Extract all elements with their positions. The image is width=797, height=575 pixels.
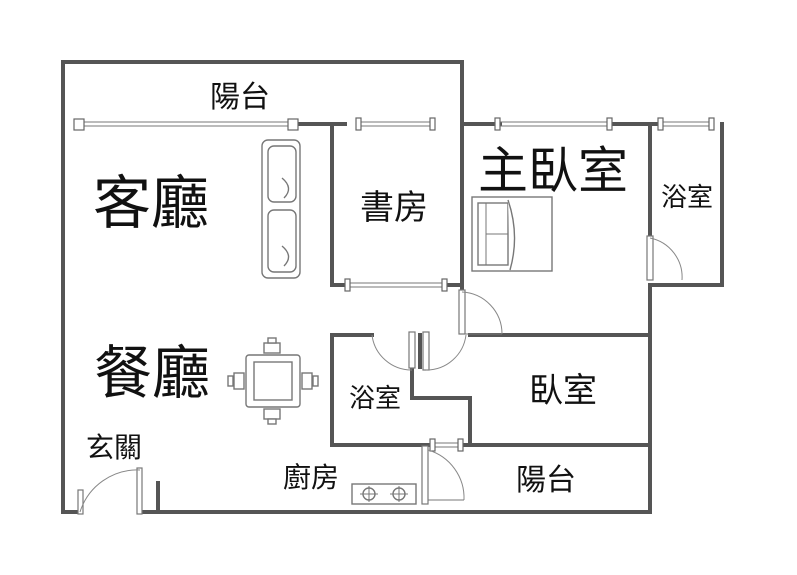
door-swing-icon <box>422 331 467 371</box>
room-label-master-bedroom: 主臥室 <box>478 142 628 200</box>
doors <box>77 235 683 515</box>
room-label-bedroom: 臥室 <box>529 371 597 411</box>
window-icon <box>344 278 448 292</box>
window-icon <box>494 117 613 131</box>
gas-stove-icon <box>351 483 417 505</box>
room-label-kitchen: 廚房 <box>283 461 339 494</box>
window-icon <box>73 118 299 131</box>
door-swing-icon <box>458 289 503 335</box>
door-swing-icon <box>77 467 143 515</box>
room-labels: 陽台 客廳 書房 主臥室 浴室 餐廳 浴室 臥室 玄關 廚房 陽台 <box>86 80 713 498</box>
walls <box>61 60 724 514</box>
room-label-dining-room: 餐廳 <box>94 339 210 407</box>
room-label-living-room: 客廳 <box>93 169 209 237</box>
door-swing-icon <box>646 235 683 281</box>
window-icon <box>429 438 464 452</box>
door-swing-icon <box>421 445 465 505</box>
window-icon <box>657 117 715 131</box>
room-label-master-bath: 浴室 <box>661 183 713 213</box>
room-label-bathroom: 浴室 <box>349 384 401 414</box>
room-label-balcony-top: 陽台 <box>210 80 270 115</box>
window-icon <box>355 117 436 131</box>
dining-table-icon <box>227 337 319 425</box>
door-swing-icon <box>371 331 416 371</box>
room-label-entrance: 玄關 <box>86 431 142 464</box>
windows <box>73 117 715 452</box>
double-bed-icon <box>471 196 553 272</box>
room-label-balcony-bottom: 陽台 <box>516 463 576 498</box>
room-label-study: 書房 <box>360 188 428 228</box>
sofa-icon <box>261 139 301 279</box>
